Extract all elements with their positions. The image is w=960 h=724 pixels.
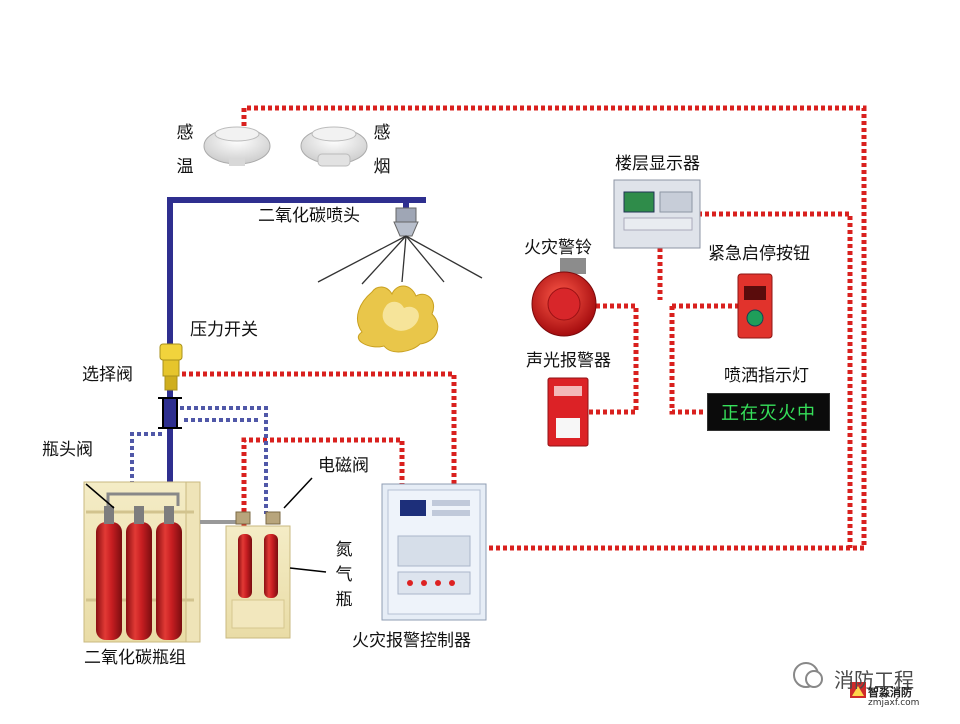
- spray-indicator-label: 喷洒指示灯: [724, 366, 809, 386]
- co2-bottle-group-label: 二氧化碳瓶组: [84, 648, 186, 668]
- sound-light-alarm-icon: [547, 377, 589, 447]
- floor-display-label: 楼层显示器: [615, 154, 700, 174]
- smoke-detector-icon: [300, 126, 368, 167]
- watermark-logo-icon: [793, 662, 866, 698]
- floor-display-line: [698, 211, 853, 548]
- nitrogen-cylinder-1: [238, 534, 252, 598]
- emergency-button-label: 紧急启停按钮: [708, 244, 810, 264]
- nitrogen-bottle-label-3: 瓶: [335, 590, 353, 610]
- spray-lines: [317, 235, 483, 285]
- sound-light-alarm-label: 声光报警器: [526, 351, 611, 371]
- signal-wiring: [182, 105, 867, 551]
- selector-valve-icon: [158, 397, 182, 429]
- nozzle-icon: [393, 207, 419, 237]
- solenoid-pointer: [283, 477, 313, 509]
- fire-bell-label: 火灾警铃: [524, 238, 592, 258]
- nitrogen-cabinet: [225, 525, 291, 639]
- selector-valve-label: 选择阀: [82, 365, 133, 385]
- nitrogen-bottle-label: 氮 气 瓶: [334, 538, 354, 613]
- alarm-controller-icon: [381, 483, 487, 621]
- nitrogen-cylinder-2: [264, 534, 278, 598]
- watermark-brand: 消防工程: [834, 668, 914, 692]
- indicator-line: [669, 306, 706, 415]
- nitrogen-bottle-label-1: 氮: [335, 540, 353, 560]
- fire-alarm-controller-label: 火灾报警控制器: [352, 631, 471, 651]
- pilot-lines: [130, 406, 268, 514]
- solenoid-line: [241, 437, 405, 526]
- pressure-switch-icon: [159, 343, 183, 391]
- fire-bell-icon: [531, 258, 597, 337]
- detector-loop-line: [241, 105, 867, 551]
- co2-cylinder-3: [156, 506, 182, 640]
- nitrogen-pointer: [289, 567, 327, 573]
- co2-nozzle-label: 二氧化碳喷头: [258, 206, 360, 226]
- emergency-button-icon: [737, 273, 773, 339]
- heat-detector-icon: [203, 126, 271, 166]
- watermark-logo-text: 智淼消防: [868, 686, 912, 699]
- floor-display-icon: [613, 179, 701, 249]
- bell-line: [588, 303, 639, 415]
- heat-detector-label-1: 感: [176, 123, 194, 143]
- co2-cylinder-2: [126, 506, 152, 640]
- smoke-detector-label: 感 烟: [372, 116, 392, 184]
- smoke-detector-label-2: 烟: [373, 157, 391, 177]
- nitrogen-bottle-label-2: 气: [335, 565, 353, 585]
- bottle-valve-label: 瓶头阀: [42, 440, 93, 460]
- solenoid-valve-label: 电磁阀: [318, 456, 369, 476]
- watermark-url: zmjaxf.com: [868, 698, 920, 708]
- fire-icon: [357, 285, 439, 353]
- bottle-valve-pointer: [85, 483, 115, 509]
- pilot-line-1: [130, 432, 162, 494]
- pressure-switch-line: [182, 371, 457, 496]
- spray-indicator-sign: 正在灭火中: [707, 393, 830, 431]
- co2-cylinder-1: [96, 506, 122, 640]
- smoke-detector-label-1: 感: [373, 123, 391, 143]
- heat-detector-label-2: 温: [176, 157, 194, 177]
- pilot-line-2: [180, 406, 268, 514]
- heat-detector-label: 感 温: [175, 116, 195, 184]
- pressure-switch-label: 压力开关: [190, 320, 258, 340]
- solenoid-valve-icon: [235, 511, 281, 525]
